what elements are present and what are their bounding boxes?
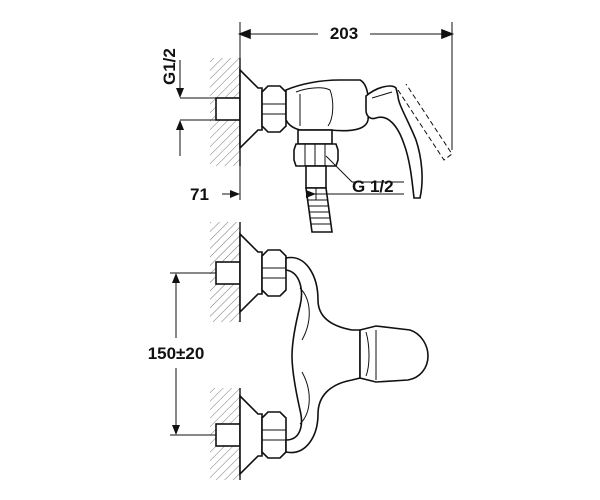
- dim-label-outlet-offset: 71: [190, 185, 209, 204]
- mixer-body-front: [285, 256, 361, 454]
- dim-label-overall-length: 203: [330, 24, 358, 43]
- lower-escutcheon: [239, 394, 263, 476]
- mixer-body-side: [285, 79, 370, 132]
- lower-pipe-stub: [215, 423, 241, 447]
- side-view: 203 G1/2 71 G 1/2: [160, 22, 455, 233]
- front-view: 150±20: [126, 222, 429, 480]
- lower-hex-nut: [261, 411, 287, 459]
- upper-pipe-stub: [215, 261, 241, 285]
- dim-label-outlet-thread: G 1/2: [352, 177, 394, 196]
- lever-alt-position: [397, 83, 453, 161]
- outlet-connector: [297, 129, 333, 145]
- lever-handle: [365, 85, 423, 199]
- escutcheon-cone: [239, 68, 263, 150]
- outlet-leader: [325, 155, 353, 183]
- dim-label-inlet-spacing: 150±20: [148, 344, 205, 363]
- dim-label-inlet-thread: G1/2: [160, 48, 179, 85]
- lever-handle-front: [359, 325, 429, 383]
- hex-nut: [261, 85, 287, 133]
- outlet-nut: [293, 143, 339, 167]
- upper-hex-nut: [261, 249, 287, 297]
- inlet-pipe-stub: [215, 97, 241, 121]
- upper-escutcheon: [239, 232, 263, 314]
